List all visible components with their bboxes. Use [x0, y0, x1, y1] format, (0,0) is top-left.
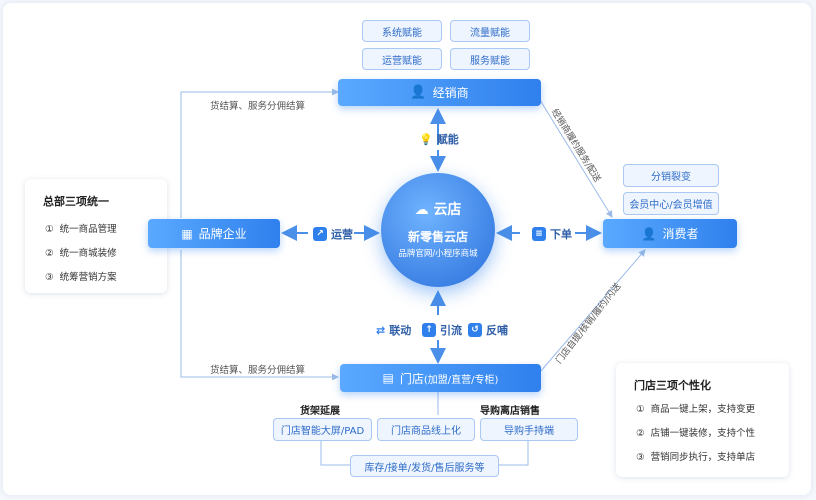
store-item-2: ② 店铺一键装修，支持个性 [636, 428, 756, 439]
chip-products-online: 门店商品线上化 [377, 418, 475, 441]
store-icon: ▤ [382, 371, 394, 385]
chart-icon: ↗ [313, 227, 327, 241]
order-link: ≡ 下单 [532, 226, 572, 242]
hq-item-3: ③ 统筹营销方案 [45, 272, 117, 283]
chip-after-sales-service: 库存/接单/发货/售后服务等 [350, 455, 499, 477]
store-label: 门店(加盟/直营/专柜) [399, 371, 499, 386]
cloud-store-title: 新零售云店 [407, 230, 468, 244]
store-item-3: ③ 营销同步执行，支持单店 [636, 452, 756, 463]
user-icon: 👤 [641, 226, 657, 241]
chip-ops-empower: 运营赋能 [362, 48, 442, 70]
cloud-store-subtitle: 品牌官网/小程序商城 [398, 249, 478, 259]
linkage-link: ⇄ 联动 [376, 322, 411, 338]
store-card: 门店三项个性化 ① 商品一键上架，支持变更 ② 店铺一键装修，支持个性 ③ 营销… [616, 363, 789, 477]
chip-system-empower: 系统赋能 [362, 20, 442, 42]
empower-link: 💡 赋能 [419, 131, 459, 147]
document-icon: ≡ [532, 227, 546, 241]
chip-smart-screen: 门店智能大屏/PAD [273, 418, 372, 441]
feedback-label: 反哺 [486, 324, 508, 337]
order-label: 下单 [550, 228, 572, 241]
store-item-1: ① 商品一键上架，支持变更 [636, 404, 756, 415]
cloud-icon: ☁ [414, 202, 429, 218]
cloud-store-logo: ☁ 云店 [414, 202, 462, 218]
store-card-title: 门店三项个性化 [634, 379, 711, 392]
traffic-label: 引流 [440, 324, 462, 337]
hq-item-2: ② 统一商城装修 [45, 248, 117, 259]
chip-guide-handheld: 导购手持端 [480, 418, 578, 441]
store-node[interactable]: ▤ 门店(加盟/直营/专柜) [340, 364, 541, 392]
bulb-icon: 💡 [419, 132, 433, 146]
consumer-node[interactable]: 👤 消费者 [603, 219, 737, 248]
person-icon: 👤 [410, 85, 427, 100]
operate-link: ↗ 运营 [313, 226, 353, 242]
chip-member-center: 会员中心/会员增值 [623, 192, 719, 215]
chip-service-empower: 服务赋能 [450, 48, 530, 70]
distributor-label: 经销商 [432, 86, 469, 100]
guide-offstore-title: 导购离店销售 [480, 406, 540, 417]
brand-label: 品牌企业 [198, 227, 247, 241]
linkage-label: 联动 [389, 324, 412, 337]
shelf-extension-title: 货架延展 [300, 406, 340, 417]
brand-node[interactable]: ▦ 品牌企业 [148, 219, 280, 248]
feedback-link: ↺ 反哺 [468, 322, 508, 338]
hq-card-title: 总部三项统一 [43, 195, 109, 208]
traffic-link: ↑ 引流 [422, 322, 462, 338]
link-icon: ⇄ [376, 323, 386, 337]
upload-icon: ↑ [422, 323, 436, 337]
feedback-icon: ↺ [468, 323, 482, 337]
chip-distribution-fission: 分销裂变 [623, 164, 719, 187]
chip-traffic-empower: 流量赋能 [450, 20, 530, 42]
building-icon: ▦ [181, 226, 193, 241]
distributor-node[interactable]: 👤 经销商 [338, 79, 541, 106]
edge-label-bottom: 货结算、服务分佣结算 [210, 365, 306, 376]
consumer-label: 消费者 [662, 227, 699, 241]
cloud-store-hub[interactable]: ☁ 云店 新零售云店 品牌官网/小程序商城 [381, 173, 495, 287]
hq-card: 总部三项统一 ① 统一商品管理 ② 统一商城装修 ③ 统筹营销方案 [25, 179, 167, 293]
empower-label: 赋能 [436, 133, 459, 146]
hq-item-1: ① 统一商品管理 [45, 224, 117, 235]
operate-label: 运营 [331, 228, 353, 241]
edge-label-top: 货结算、服务分佣结算 [210, 101, 306, 112]
